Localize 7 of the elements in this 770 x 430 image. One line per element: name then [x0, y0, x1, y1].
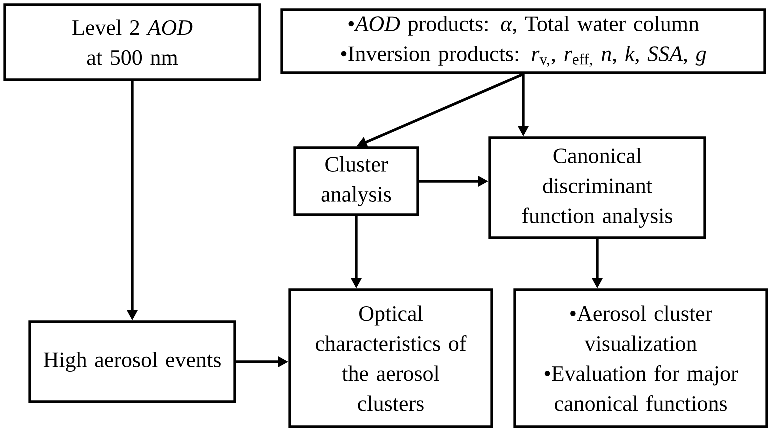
process-box: High aerosol events	[28, 320, 236, 404]
process-box: •Aerosol cluster visualization •Evaluation for major canonical functions	[514, 288, 768, 428]
process-box: Optical characteristics of the aerosol clusters	[288, 288, 494, 428]
process-box: Level 2 AOD at 500 nm	[4, 4, 262, 82]
process-box: •AOD products: α, Total water column •Inversion products: r$_{v,}$, r$_{eff,}$ n, k, SSA, g	[280, 8, 766, 74]
process-box: Cluster analysis	[294, 146, 420, 216]
process-box: Canonical discriminant function analysis	[488, 136, 706, 240]
